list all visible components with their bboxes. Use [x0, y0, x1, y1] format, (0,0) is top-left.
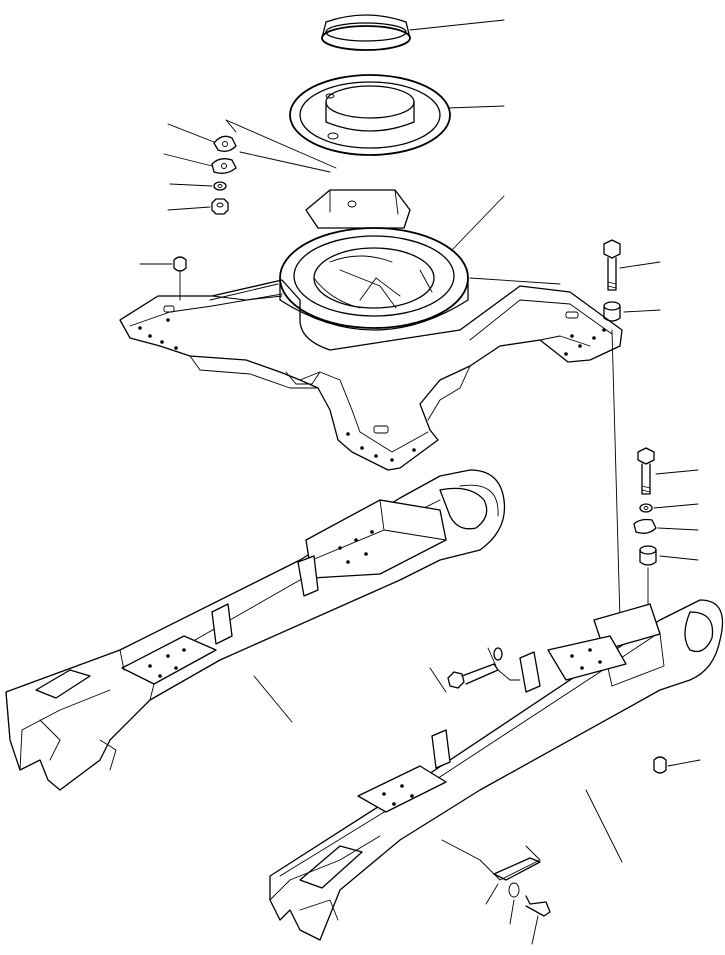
leader-line-14 — [653, 503, 699, 509]
washer — [213, 181, 227, 191]
bolt — [603, 239, 621, 291]
pin-right — [653, 756, 667, 774]
leader-line-19 — [429, 667, 447, 693]
leader-line-6 — [167, 206, 211, 211]
swing-circle-mount — [279, 227, 469, 331]
assembly-line-mid — [497, 669, 521, 681]
spacer — [603, 301, 621, 322]
seal-plate — [289, 74, 451, 156]
leader-line-10 — [469, 277, 561, 285]
lock-plates — [211, 119, 337, 174]
leader-line-22 — [485, 883, 499, 905]
leader-line-24 — [531, 915, 539, 945]
leader-line-18 — [585, 789, 623, 863]
pin-left — [173, 256, 187, 301]
leader-line-8 — [451, 195, 505, 251]
leader-line-1 — [409, 19, 505, 31]
upper-frame-center — [119, 189, 623, 471]
leader-line-13 — [655, 469, 699, 475]
bolt-stack-right — [633, 447, 657, 566]
leader-line-20 — [487, 647, 497, 667]
leader-line-12 — [623, 309, 661, 313]
assembly-line-right — [611, 329, 621, 621]
leader-line-16 — [659, 555, 699, 561]
leader-line-23 — [509, 899, 515, 925]
track-frame-right — [269, 599, 724, 941]
leader-line-3 — [167, 123, 215, 143]
leader-line-15 — [657, 527, 699, 531]
clip — [493, 857, 551, 917]
leader-line-21 — [667, 759, 701, 767]
nut — [211, 198, 229, 215]
leader-line-5 — [169, 183, 213, 187]
leader-line-9 — [209, 283, 279, 301]
track-frame-left — [5, 469, 506, 791]
bolt-horizontal — [447, 647, 503, 689]
seal-ring — [321, 14, 411, 51]
leader-line-2 — [447, 105, 505, 109]
leader-line-4 — [163, 153, 213, 167]
leader-line-17 — [253, 675, 293, 723]
leader-line-11 — [619, 261, 661, 269]
